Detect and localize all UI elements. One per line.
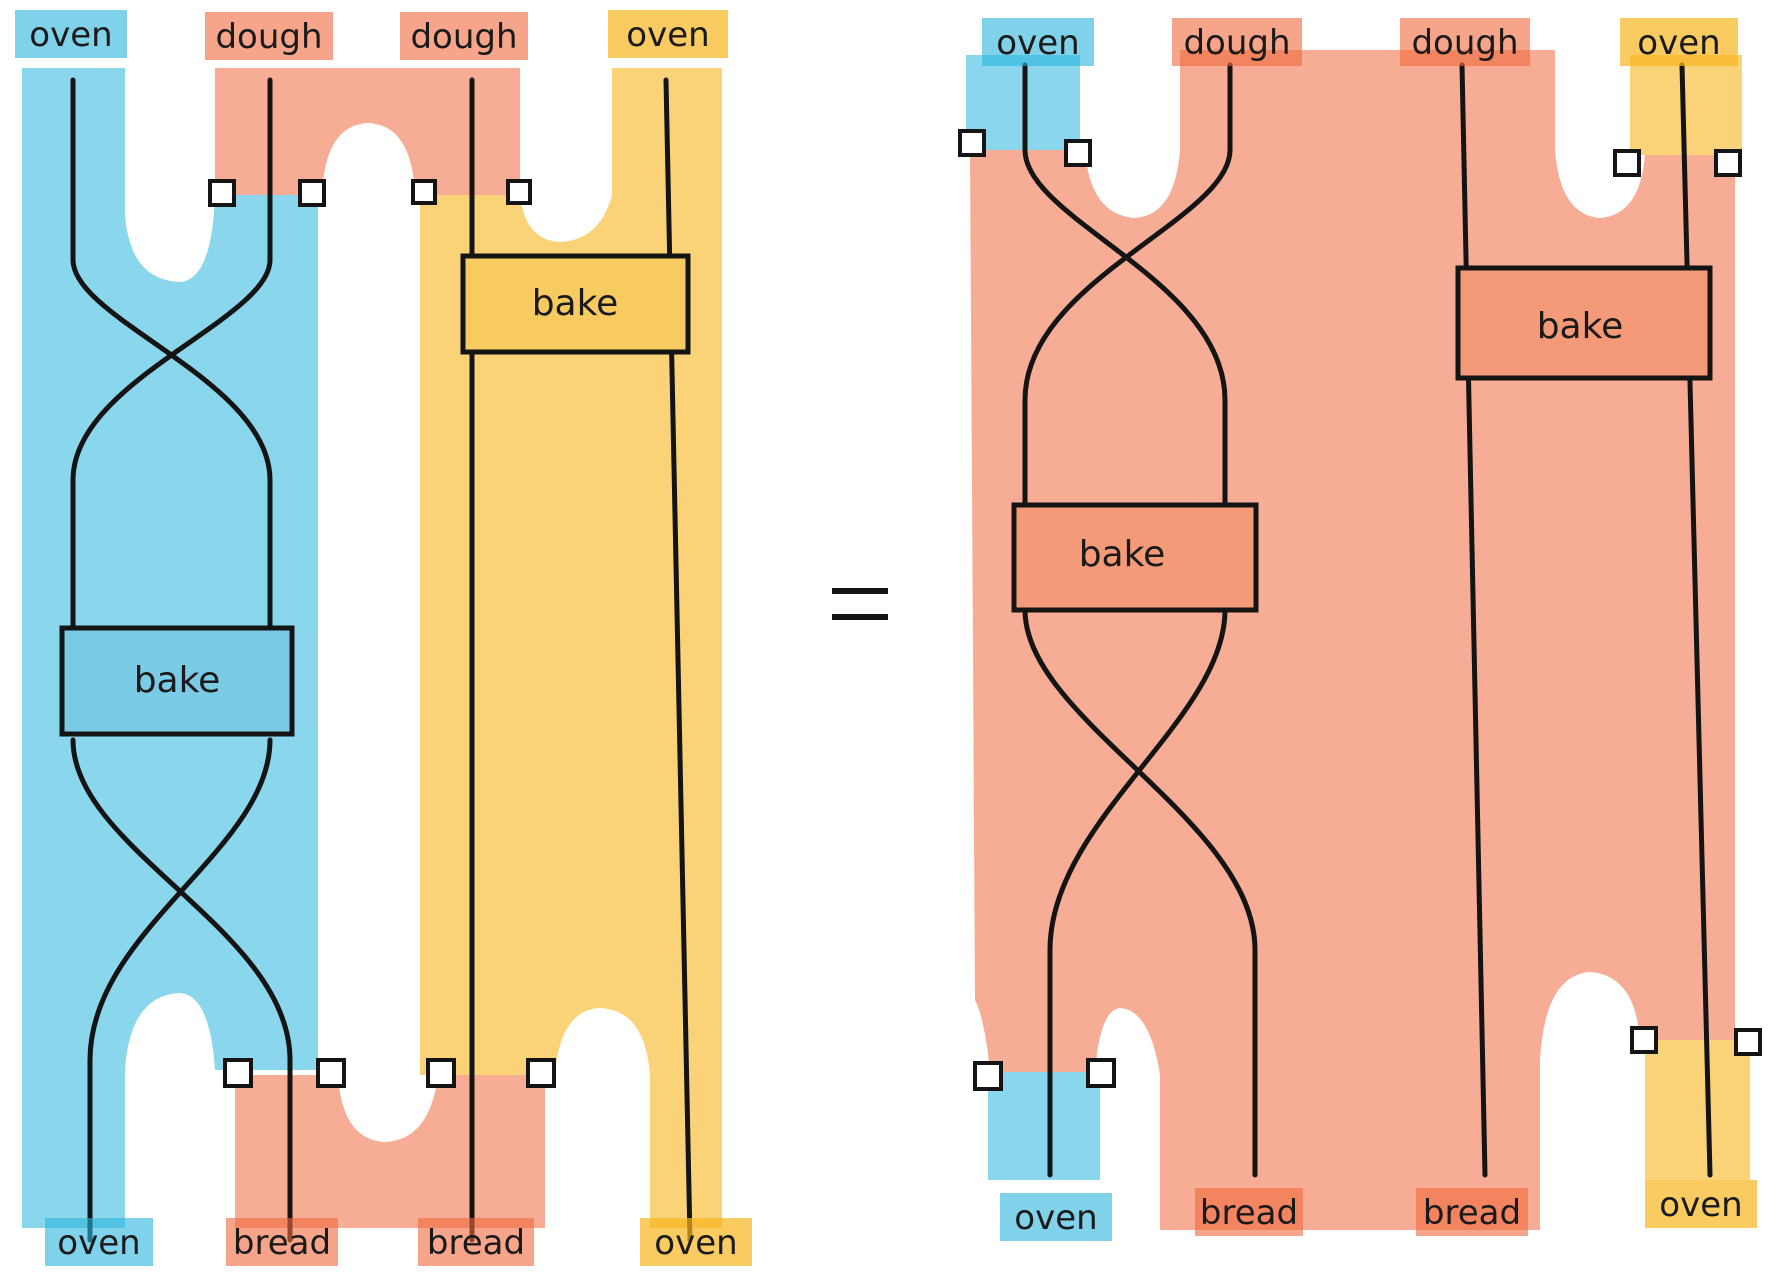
left-top-label-bg-1 (205, 12, 333, 60)
left-port-tr1 (411, 179, 437, 205)
left-bottom-label-bg-2 (418, 1218, 534, 1266)
right-port-br2 (1734, 1028, 1762, 1056)
left-yellow-region (420, 68, 722, 1228)
right-bottom-label-3: oven (1659, 1185, 1742, 1225)
left-port-br1 (426, 1058, 456, 1088)
right-top-label-3: oven (1637, 23, 1720, 63)
left-bottom-label-2: bread (427, 1223, 525, 1263)
left-bottom-label-bg-1 (226, 1218, 338, 1266)
left-red-top-region (215, 68, 520, 195)
right-port-tr2 (1714, 149, 1742, 177)
right-top-label-1: dough (1183, 23, 1290, 63)
left-top-label-2: dough (410, 17, 517, 57)
left-port-tl1 (208, 179, 236, 207)
right-wire-dough-blue (1022, 62, 1258, 1178)
left-port-bl2 (316, 1058, 346, 1088)
left-bake-label-blue: bake (134, 660, 221, 701)
left-red-bottom-notch (338, 1075, 438, 1142)
equals-symbol-text: = (814, 538, 906, 666)
right-port-tr1 (1613, 149, 1641, 177)
left-diagram: bake bake oven dough dough oven oven bre… (15, 10, 752, 1266)
right-top-label-bg-3 (1620, 18, 1738, 66)
equals-bar-top (832, 588, 888, 594)
equals-bar-bottom (832, 614, 888, 620)
right-bottom-label-bg-1 (1195, 1188, 1303, 1236)
left-port-tr2 (506, 179, 532, 205)
right-red-bottom-gap (1300, 1225, 1360, 1233)
left-top-label-1: dough (215, 17, 322, 57)
left-top-label-3: oven (626, 15, 709, 55)
left-bottom-label-bg-0 (45, 1218, 153, 1266)
left-port-br2 (526, 1058, 556, 1088)
right-port-bl1 (973, 1061, 1003, 1091)
right-top-label-2: dough (1411, 23, 1518, 63)
right-top-label-0: oven (996, 23, 1079, 63)
left-bottom-label-1: bread (233, 1223, 331, 1263)
right-bake-box-red (1011, 502, 1259, 613)
left-top-label-bg-2 (400, 12, 528, 60)
right-top-label-bg-0 (982, 18, 1094, 66)
right-bottom-label-bg-2 (1416, 1188, 1528, 1236)
right-yellow-bottom-region (1645, 1040, 1750, 1180)
left-bottom-label-3: oven (654, 1223, 737, 1263)
right-blue-bottom-region (988, 1072, 1100, 1180)
right-bottom-label-bg-0 (1000, 1193, 1112, 1241)
left-bake-box-yellow (460, 253, 691, 355)
right-bake-box-right (1455, 265, 1713, 381)
right-port-bl2 (1086, 1058, 1116, 1088)
left-red-bottom-region (235, 1075, 545, 1228)
right-top-label-bg-1 (1172, 18, 1302, 66)
right-bake-label-red: bake (1079, 534, 1166, 575)
right-bottom-label-1: bread (1200, 1193, 1298, 1233)
left-top-label-bg-0 (15, 10, 127, 58)
right-bake-label-right: bake (1537, 306, 1624, 347)
left-bottom-label-0: oven (57, 1223, 140, 1263)
right-wire-dough-yellow (1459, 62, 1488, 1178)
left-port-tl2 (298, 179, 326, 207)
left-port-bl1 (223, 1058, 253, 1088)
right-port-tl2 (1064, 139, 1092, 167)
right-bottom-label-0: oven (1014, 1198, 1097, 1238)
left-bake-box-blue (59, 625, 295, 737)
left-bottom-label-bg-3 (640, 1218, 752, 1266)
right-top-label-bg-2 (1400, 18, 1530, 66)
right-yellow-top-region (1630, 55, 1742, 155)
left-top-label-0: oven (29, 15, 112, 55)
left-bake-label-yellow: bake (532, 283, 619, 324)
left-wire-dough-blue (70, 77, 293, 1243)
right-wire-oven-yellow (1679, 62, 1713, 1178)
right-bottom-label-2: bread (1423, 1193, 1521, 1233)
left-top-label-bg-3 (608, 10, 728, 58)
equals-sign: = (814, 538, 906, 666)
right-port-br1 (1630, 1026, 1658, 1054)
right-diagram: bake bake oven dough dough oven oven bre… (958, 18, 1762, 1241)
right-bottom-label-bg-3 (1645, 1180, 1757, 1228)
right-port-tl1 (958, 129, 986, 157)
